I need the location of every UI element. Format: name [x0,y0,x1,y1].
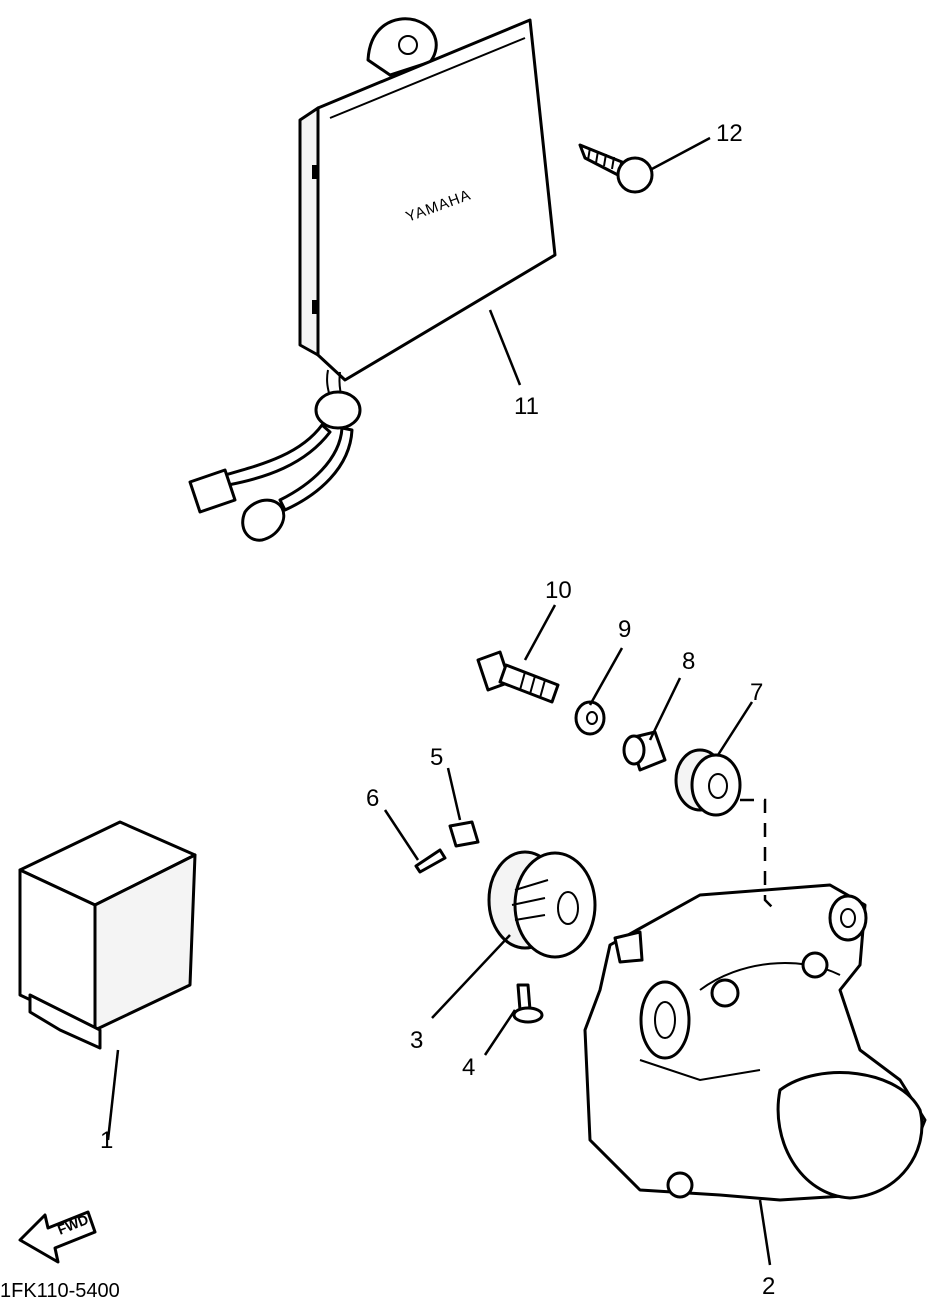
callout-3: 3 [410,1027,423,1054]
screw-part-12 [578,143,654,194]
callout-6: 6 [366,785,379,812]
grommet-part-7 [674,748,742,817]
clip-part-6 [414,848,447,874]
callout-12: 12 [716,120,743,147]
screw-part-4 [512,983,544,1024]
relay-part-1 [18,820,197,1050]
callout-5: 5 [430,744,443,771]
bolt-part-10 [476,650,560,704]
callout-11: 11 [514,393,539,420]
callout-2: 2 [762,1273,775,1300]
starter-housing-part-2 [583,883,927,1202]
callout-1: 1 [100,1127,113,1154]
pin-part-5 [448,820,480,848]
callout-10: 10 [545,577,572,604]
cdi-unit-part-11: YAMAHA [188,17,557,542]
leader-lines [106,136,776,1266]
washer-part-9 [574,700,606,736]
callout-8: 8 [682,648,695,675]
collar-part-8 [622,730,667,772]
callout-labels: 11 12 10 9 8 7 5 6 3 4 1 2 [100,120,775,1300]
diagram-code: 1FK110-5400 [0,1280,120,1300]
callout-9: 9 [618,616,631,643]
forward-direction-arrow: FWD [18,1210,97,1264]
callout-4: 4 [462,1054,475,1081]
plate-part-3 [487,850,597,959]
callout-7: 7 [750,679,763,706]
